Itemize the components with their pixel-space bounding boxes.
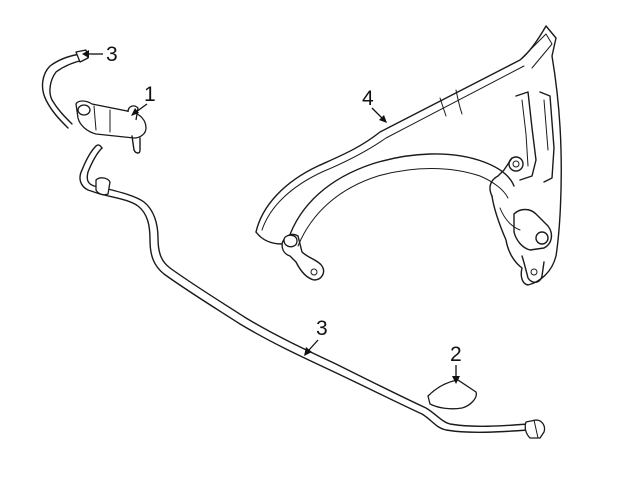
callout-label-1: 1 bbox=[144, 83, 156, 106]
fender-liner bbox=[255, 25, 562, 286]
callout-label-3-upper: 3 bbox=[106, 43, 118, 66]
callout-label-3-lower: 3 bbox=[316, 317, 328, 340]
callout-4: 4 bbox=[362, 87, 387, 123]
callout-3-upper: 3 bbox=[82, 43, 118, 66]
callout-label-4: 4 bbox=[362, 87, 374, 110]
washer-hose-upper bbox=[41, 49, 89, 129]
callout-2: 2 bbox=[450, 343, 462, 384]
callout-3-lower: 3 bbox=[304, 317, 328, 356]
cover-cap bbox=[427, 379, 477, 410]
callout-1: 1 bbox=[131, 83, 156, 116]
washer-nozzle bbox=[75, 100, 147, 154]
washer-hose-long bbox=[79, 144, 546, 439]
callout-label-2: 2 bbox=[450, 343, 462, 366]
